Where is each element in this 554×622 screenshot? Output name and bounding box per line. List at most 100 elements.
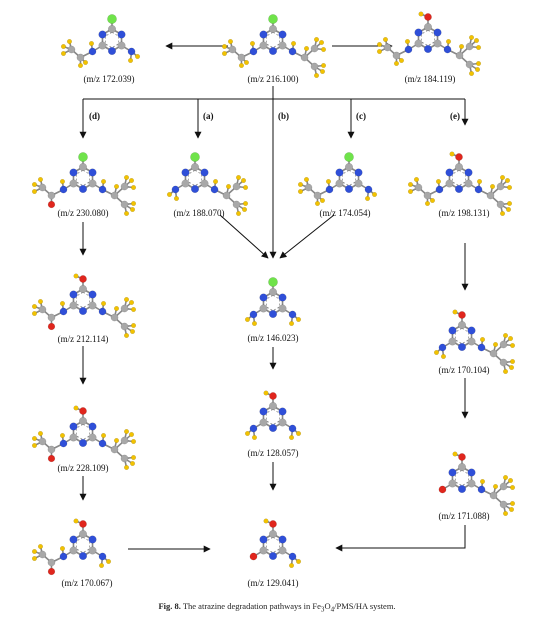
hydrogen-atom (296, 431, 302, 437)
hydrogen-atom (101, 178, 107, 184)
molecule-m230 (31, 152, 137, 216)
nitrogen-atom (107, 47, 116, 56)
hydrogen-atom (37, 176, 43, 182)
hydrogen-atom (452, 451, 458, 457)
nitrogen-atom (464, 168, 473, 177)
carbon-atom (67, 45, 76, 54)
carbon-atom (78, 530, 87, 539)
nitrogen-atom (288, 552, 297, 561)
oxygen-atom (47, 200, 56, 209)
hydrogen-atom (129, 300, 135, 306)
chlorine-atom (268, 277, 278, 287)
nitrogen-atom (433, 28, 442, 37)
hydrogen-atom (505, 177, 511, 183)
nitrogen-atom (98, 30, 107, 39)
hydrogen-atom (510, 485, 516, 491)
oxygen-atom (458, 311, 466, 319)
hydrogen-atom (319, 40, 325, 46)
nitrogen-atom (249, 424, 258, 433)
mz-labels: (m/z 216.100) (m/z 172.039) (m/z 184.119… (58, 74, 490, 588)
hydrogen-atom (31, 304, 37, 310)
hydrogen-atom (213, 178, 219, 184)
hydrogen-atom (131, 323, 137, 329)
oxygen-atom (249, 552, 258, 561)
nitrogen-atom (117, 30, 126, 39)
nitrogen-atom (474, 185, 483, 194)
hydrogen-atom (59, 178, 65, 184)
nitrogen-atom (438, 343, 447, 352)
carbon-atom (383, 43, 392, 52)
hydrogen-atom (114, 183, 120, 189)
caption-text: The atrazine degradation pathways in Fe (180, 601, 321, 611)
nitrogen-atom (88, 168, 97, 177)
chlorine-atom (268, 14, 278, 24)
nitrogen-atom (59, 439, 68, 448)
hydrogen-atom (124, 465, 130, 471)
hydrogen-atom (106, 559, 112, 565)
carbon-atom (269, 530, 278, 539)
hydrogen-atom (490, 183, 496, 189)
carbon-atom (499, 340, 508, 349)
hydrogen-atom (130, 206, 136, 212)
nitrogen-atom (249, 310, 258, 319)
hydrogen-atom (289, 563, 295, 569)
hydrogen-atom (480, 479, 486, 485)
carbon-atom (232, 200, 241, 209)
hydrogen-atom (321, 63, 327, 69)
hydrogen-atom (509, 507, 515, 513)
carbon-atom (259, 41, 268, 50)
hydrogen-atom (304, 46, 310, 52)
carbon-atom (69, 433, 78, 442)
nitrogen-atom (98, 185, 107, 194)
hydrogen-atom (382, 37, 388, 43)
hydrogen-atom (82, 60, 88, 66)
hydrogen-atom (244, 431, 250, 437)
nitrogen-atom (448, 468, 457, 477)
caption-mid: O (324, 601, 331, 611)
molecule-m174 (297, 152, 378, 206)
carbon-atom (76, 53, 85, 62)
hydrogen-atom (407, 188, 413, 194)
hydrogen-atom (297, 188, 303, 194)
hydrogen-atom (477, 178, 483, 184)
nitrogen-atom (345, 184, 354, 193)
hydrogen-atom (510, 501, 516, 507)
carbon-atom (120, 322, 129, 331)
mz-label-184: (m/z 184.119) (405, 74, 456, 84)
hydrogen-atom (131, 307, 137, 313)
mz-label-170b: (m/z 170.104) (439, 365, 490, 375)
nitrogen-atom (259, 30, 268, 39)
hydrogen-atom (404, 39, 410, 45)
nitrogen-atom (259, 293, 268, 302)
hydrogen-atom (31, 188, 37, 194)
nitrogen-atom (445, 168, 454, 177)
mz-label-170a: (m/z 170.067) (62, 578, 113, 588)
hydrogen-atom (135, 54, 141, 60)
pathway-arrows (79, 42, 469, 553)
hydrogen-atom (291, 41, 297, 47)
carbon-atom (313, 191, 322, 200)
carbon-atom (392, 51, 401, 60)
carbon-atom (310, 62, 319, 71)
mz-label-188: (m/z 188.070) (174, 208, 225, 218)
hydrogen-atom (129, 432, 135, 438)
nitrogen-atom (288, 310, 297, 319)
hydrogen-atom (314, 200, 320, 206)
nitrogen-atom (210, 185, 219, 194)
hydrogen-atom (446, 39, 452, 45)
nitrogen-atom (269, 424, 278, 433)
hydrogen-atom (263, 518, 269, 524)
hydrogen-atom (429, 197, 435, 203)
hydrogen-atom (243, 60, 249, 66)
mz-label-171: (m/z 171.088) (439, 511, 490, 521)
carbon-atom (354, 179, 363, 188)
figure-caption: Fig. 8. The atrazine degradation pathway… (0, 601, 554, 614)
hydrogen-atom (227, 39, 233, 45)
nitrogen-atom (325, 185, 334, 194)
hydrogen-atom (476, 61, 482, 67)
carbon-atom (423, 191, 432, 200)
carbon-atom (496, 182, 505, 191)
carbon-atom (222, 191, 231, 200)
mz-label-230: (m/z 230.080) (58, 208, 109, 218)
nitrogen-atom (78, 552, 87, 561)
